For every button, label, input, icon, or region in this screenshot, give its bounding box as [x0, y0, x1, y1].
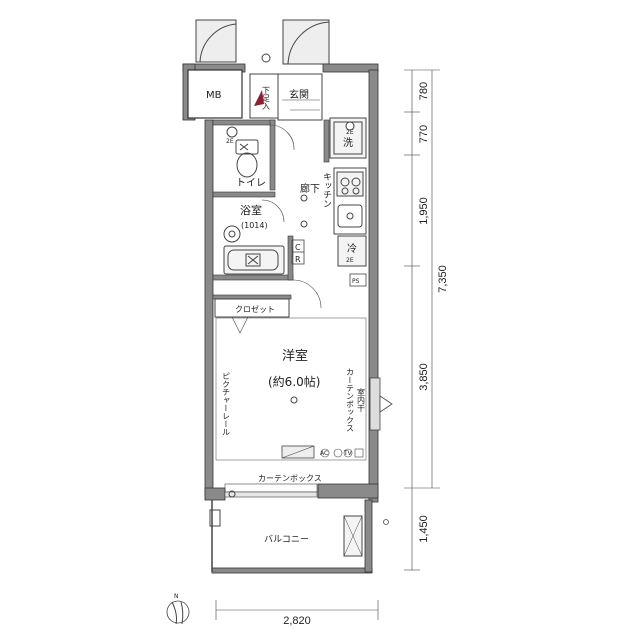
- kitchen-counter: [333, 167, 367, 235]
- fridge-code: 2E: [346, 257, 354, 264]
- fridge-label: 冷: [347, 242, 357, 255]
- right-window: [369, 377, 393, 431]
- kitchen-label: キッチン: [321, 172, 332, 208]
- bathroom-label: 浴室: [240, 203, 262, 217]
- balcony-sash: [224, 483, 318, 498]
- hallway-label: 廊下: [300, 182, 320, 195]
- curtain-box-side-label: カーテンボックス: [346, 368, 355, 432]
- hallway-light-icon: [300, 194, 308, 228]
- toilet-code: 2E: [226, 138, 234, 145]
- fridge: [337, 235, 367, 267]
- ps-label: PS: [352, 278, 360, 285]
- compass-north-label: N: [174, 593, 179, 600]
- dim-780: 780: [418, 82, 430, 100]
- toilet: [226, 124, 295, 178]
- entrance-area: [249, 53, 323, 121]
- entrance-label: 玄関: [289, 88, 309, 101]
- dim-770: 770: [418, 125, 430, 143]
- western-room-label: 洋室: [282, 348, 308, 364]
- mb-label: MB: [206, 90, 222, 101]
- dimension-lines-right: [404, 69, 440, 571]
- ps-box: [349, 273, 367, 287]
- dim-total: 7,350: [437, 265, 449, 293]
- outlets: [320, 448, 364, 458]
- dim-1950: 1,950: [418, 197, 430, 225]
- dim-3850: 3,850: [418, 363, 430, 391]
- interior-walls: [212, 119, 330, 300]
- shoe-closet-label: 下足入: [262, 86, 271, 110]
- closet-label: クロゼット: [235, 304, 275, 314]
- hanger-pipe-label: 室内干: [357, 387, 366, 413]
- washer-label: 洗: [343, 137, 353, 149]
- washer: [329, 117, 367, 159]
- balcony: [209, 500, 363, 572]
- dimension-marker: [383, 519, 389, 525]
- outlet-ac-label: AC: [320, 450, 328, 457]
- cr-r-label: R: [295, 255, 301, 264]
- western-room: [215, 317, 367, 461]
- picture-rail-label: ピクチャーレール: [222, 372, 231, 436]
- outlet-tv-label: TV: [343, 450, 353, 457]
- curtain-box-bottom-label: カーテンボックス: [258, 474, 322, 483]
- bathroom: [223, 199, 285, 275]
- balcony-label: バルコニー: [264, 534, 309, 545]
- dimension-line-bottom: [215, 600, 379, 620]
- outer-walls: [182, 63, 379, 574]
- dim-1450: 1,450: [418, 515, 430, 543]
- bath-size-label: (1014): [241, 221, 268, 230]
- washer-code: 2E: [346, 129, 354, 136]
- cr-c-label: C: [295, 243, 301, 252]
- mb-box: MB: [187, 69, 243, 119]
- closet: [214, 279, 322, 334]
- toilet-label: トイレ: [236, 178, 266, 189]
- dim-width: 2,820: [283, 615, 311, 627]
- compass-icon: [166, 600, 190, 625]
- western-room-size: (約6.0帖): [268, 374, 320, 389]
- cr-box: [291, 239, 305, 265]
- entrance-doors: [195, 19, 330, 65]
